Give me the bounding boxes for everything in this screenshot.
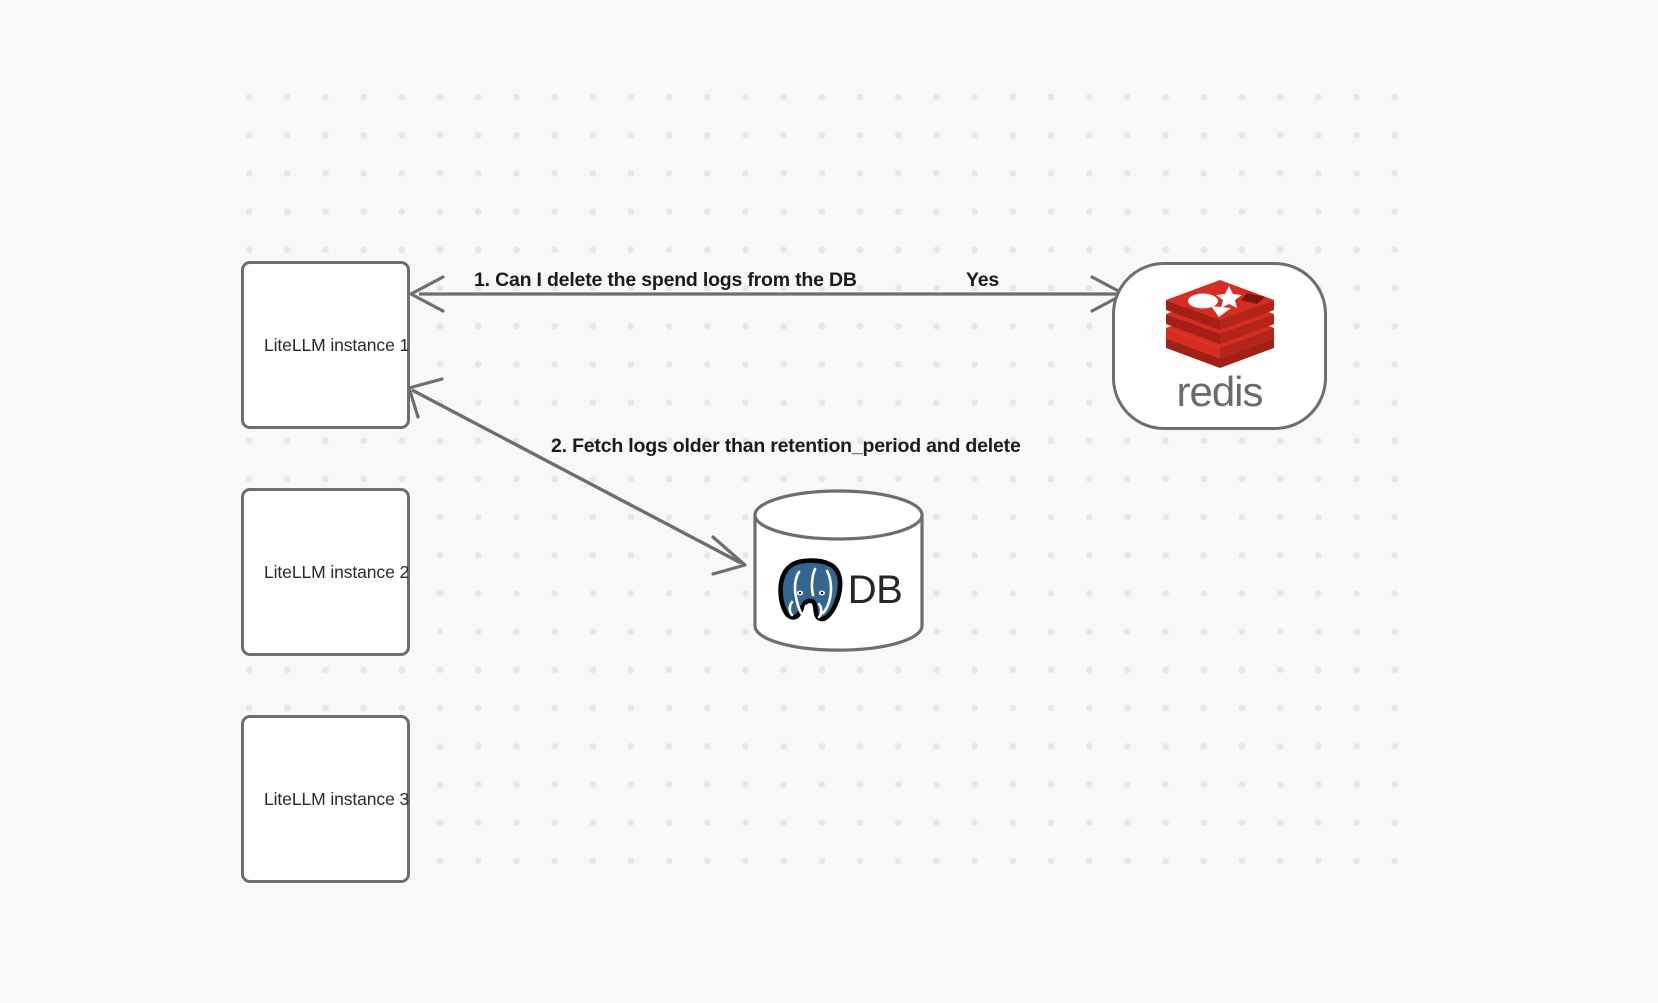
postgresql-elephant-icon [777,558,843,622]
node-litellm-instance-2[interactable]: LiteLLM instance 2 [241,488,410,656]
db-label: DB [847,567,903,612]
node-label: LiteLLM instance 1 [264,334,410,355]
edge-instance1-db [407,377,747,576]
edge-label-reply-yes: Yes [966,269,1000,291]
node-litellm-instance-3[interactable]: LiteLLM instance 3 [241,715,410,883]
arrowhead-left [409,275,445,313]
node-litellm-instance-1[interactable]: LiteLLM instance 1 [241,261,410,429]
arrowhead-lower-right [711,535,747,576]
node-database[interactable]: DB [752,489,925,652]
node-label: LiteLLM instance 3 [264,788,410,809]
redis-icon [1165,280,1274,368]
db-logo-row: DB [752,553,925,627]
edge-line [411,388,742,565]
edge-label-step-2: 2. Fetch logs older than retention_perio… [551,435,1021,457]
redis-wordmark: redis [1176,368,1263,415]
edge-label-step-1: 1. Can I delete the spend logs from the … [474,269,857,291]
node-redis[interactable]: redis [1112,262,1327,430]
node-label: LiteLLM instance 2 [264,561,410,582]
